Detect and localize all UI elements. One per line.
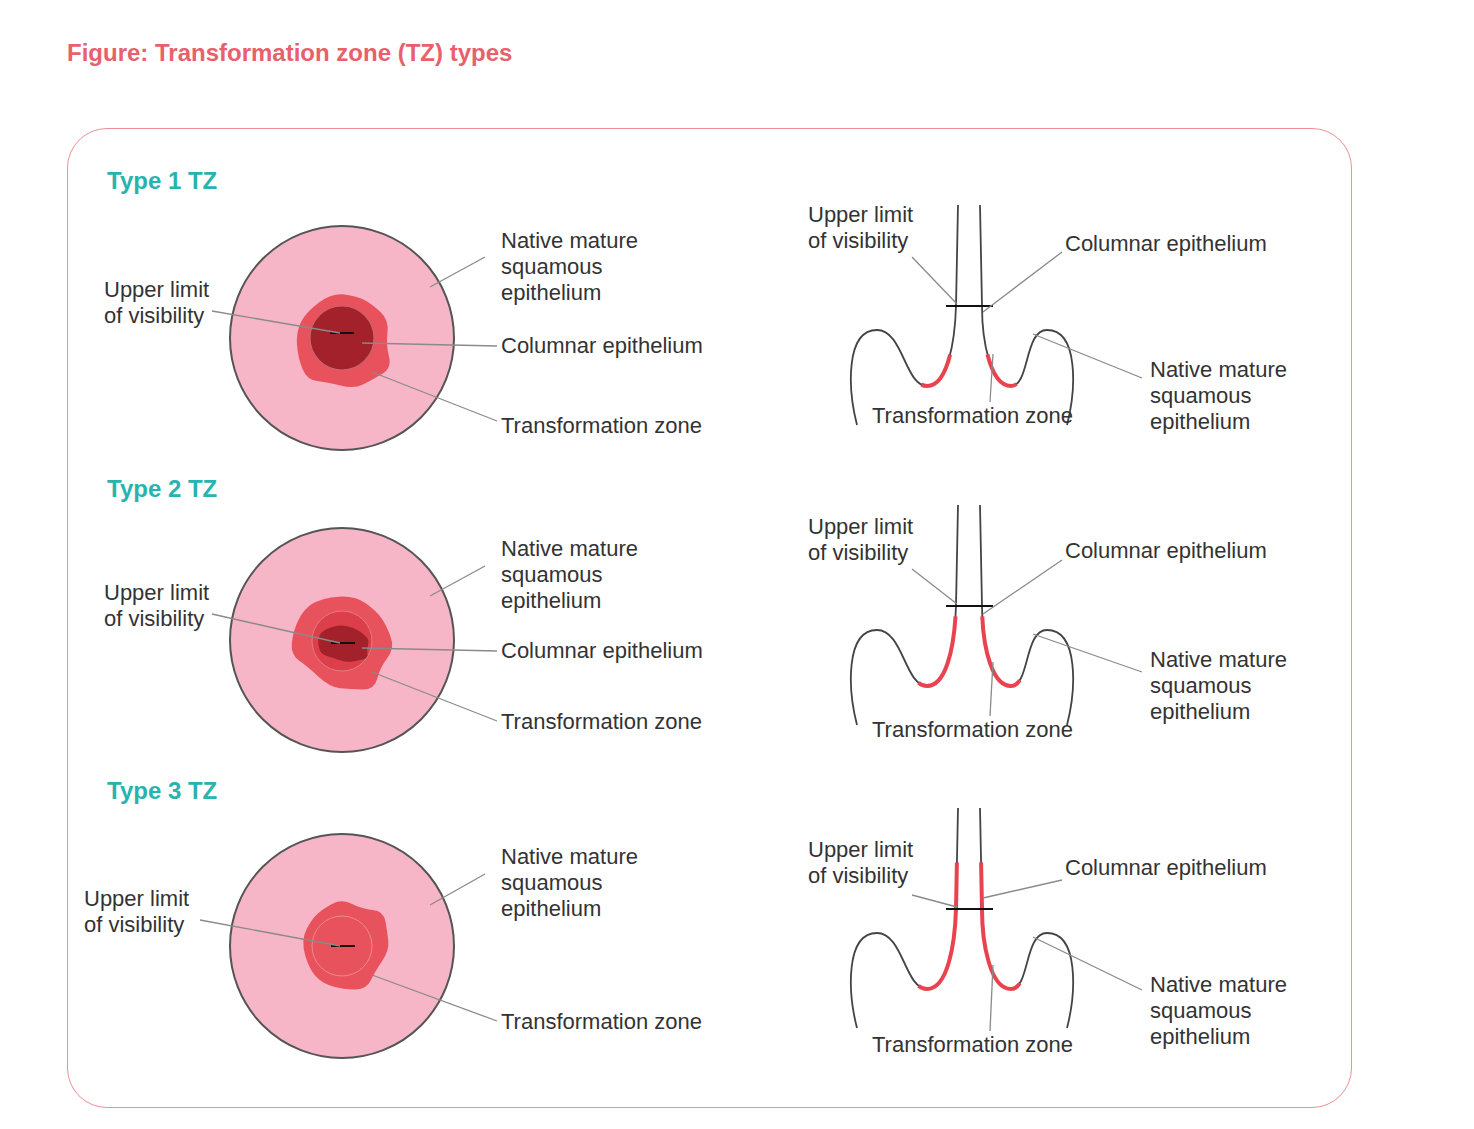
part-label: Native mature squamous epithelium [501, 536, 651, 614]
visibility-limit [946, 908, 993, 910]
cervix-section [980, 808, 1073, 1028]
leader-line [372, 372, 497, 421]
leader-line [362, 648, 497, 651]
section-heading: Type 1 TZ [107, 167, 217, 195]
cervix-face [230, 226, 454, 450]
leader-line [372, 975, 497, 1021]
part-label: Transformation zone [501, 413, 741, 439]
leader-line [212, 311, 340, 333]
part-label: Upper limit of visibility [808, 514, 926, 566]
leader-line [212, 614, 340, 643]
part-label: Upper limit of visibility [84, 886, 202, 938]
leader-line [430, 566, 485, 596]
part-label: Native mature squamous epithelium [1150, 357, 1300, 435]
leader-line [983, 252, 1062, 312]
panel-frame: Type 1 TZ Type 2 TZ Type 3 TZ [67, 128, 1352, 1108]
leader-line [1033, 937, 1142, 990]
section-heading: Type 3 TZ [107, 777, 217, 805]
leader-line [912, 895, 957, 907]
visibility-limit [331, 945, 355, 947]
leader-line [990, 662, 993, 716]
columnar-epithelium [315, 622, 371, 666]
leader-line [362, 343, 497, 346]
transformation-zone [278, 578, 408, 704]
leader-line [200, 920, 340, 946]
visibility-limit [330, 332, 354, 334]
section-heading: Type 2 TZ [107, 475, 217, 503]
transformation-zone-ring [312, 916, 372, 976]
tz-highlight [980, 505, 1073, 725]
visibility-limit [946, 305, 993, 307]
tz-highlight [980, 808, 1073, 1028]
cervix-face [230, 528, 454, 752]
part-label: Upper limit of visibility [808, 202, 926, 254]
visibility-limit [331, 642, 355, 644]
cervix-face [230, 834, 454, 1058]
leader-line [990, 354, 993, 402]
leader-line [430, 874, 485, 905]
leader-line [990, 965, 993, 1031]
transformation-zone [297, 294, 390, 387]
part-label: Upper limit of visibility [104, 277, 222, 329]
part-label: Columnar epithelium [1065, 231, 1305, 257]
cervix-section [980, 505, 1073, 725]
transformation-zone-ring [312, 611, 372, 671]
leader-line [912, 569, 957, 604]
part-label: Upper limit of visibility [104, 580, 222, 632]
columnar-epithelium [310, 306, 374, 370]
part-label: Transformation zone [872, 717, 1112, 743]
leader-line [1033, 334, 1142, 378]
part-label: Columnar epithelium [1065, 855, 1305, 881]
leader-line [983, 560, 1062, 614]
part-label: Native mature squamous epithelium [501, 228, 651, 306]
part-label: Columnar epithelium [501, 333, 741, 359]
tz-highlight [980, 205, 1073, 425]
leader-line [430, 257, 485, 287]
part-label: Native mature squamous epithelium [1150, 647, 1300, 725]
part-label: Transformation zone [872, 1032, 1112, 1058]
leader-line [372, 672, 497, 721]
transformation-zone [291, 890, 399, 1000]
visibility-limit [946, 605, 993, 607]
part-label: Native mature squamous epithelium [1150, 972, 1300, 1050]
part-label: Transformation zone [872, 403, 1112, 429]
part-label: Upper limit of visibility [808, 837, 926, 889]
figure-title: Figure: Transformation zone (TZ) types [67, 39, 512, 67]
part-label: Transformation zone [501, 709, 741, 735]
part-label: Columnar epithelium [501, 638, 741, 664]
part-label: Columnar epithelium [1065, 538, 1305, 564]
cervix-section [980, 205, 1073, 425]
part-label: Transformation zone [501, 1009, 741, 1035]
leader-line [1033, 634, 1142, 672]
part-label: Native mature squamous epithelium [501, 844, 651, 922]
leader-line [912, 257, 957, 304]
leader-line [983, 880, 1062, 898]
